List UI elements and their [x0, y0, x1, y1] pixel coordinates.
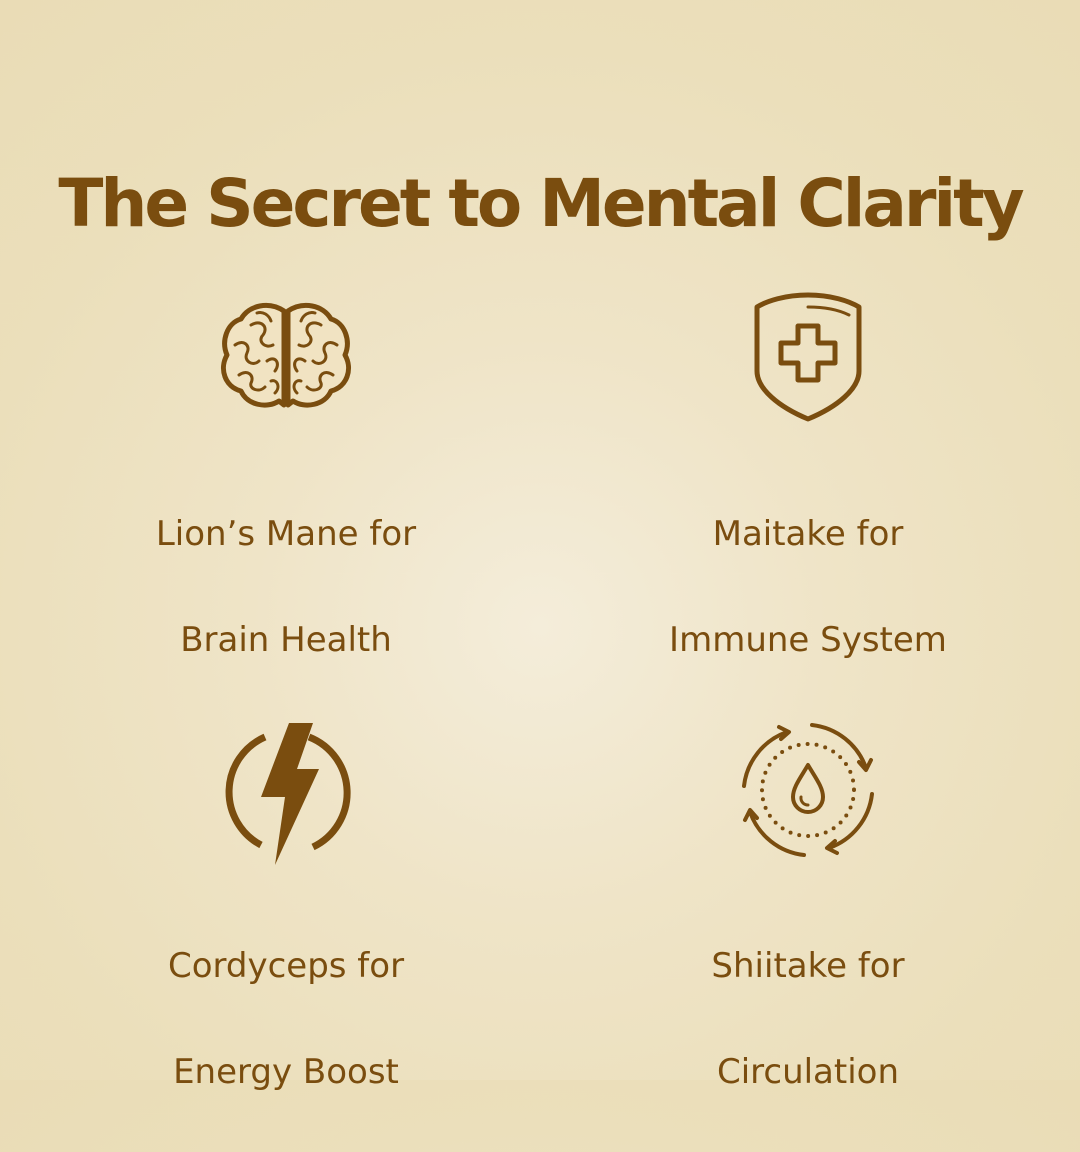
benefit-label: Shiitake for Circulation	[711, 887, 904, 1152]
benefit-label-line-1: Shiitake for	[711, 946, 905, 986]
benefit-label-line-2: Circulation	[716, 1052, 900, 1092]
brain-icon	[221, 302, 351, 408]
benefit-item-cordyceps: Cordyceps for Energy Boost	[76, 715, 496, 1152]
benefit-label-line-1: Lion’s Mane for	[155, 514, 417, 554]
benefit-label: Maitake for Immune System	[669, 455, 947, 720]
benefit-label-line-1: Maitake for	[712, 514, 904, 554]
benefit-item-shiitake: Shiitake for Circulation	[598, 715, 1018, 1152]
benefit-label: Cordyceps for Energy Boost	[168, 887, 404, 1152]
benefit-label-line-2: Immune System	[669, 620, 947, 660]
benefit-item-maitake: Maitake for Immune System	[598, 283, 1018, 720]
benefit-label-line-1: Cordyceps for	[167, 946, 405, 986]
circulation-drop-icon	[742, 723, 874, 857]
benefit-label-line-2: Brain Health	[180, 620, 392, 660]
lightning-bolt-icon	[225, 723, 351, 865]
benefit-label-line-2: Energy Boost	[173, 1052, 399, 1092]
page-title: The Secret to Mental Clarity	[58, 165, 1024, 243]
shield-cross-icon	[754, 292, 862, 422]
benefit-item-lions-mane: Lion’s Mane for Brain Health	[76, 283, 496, 720]
benefit-label: Lion’s Mane for Brain Health	[156, 455, 416, 720]
